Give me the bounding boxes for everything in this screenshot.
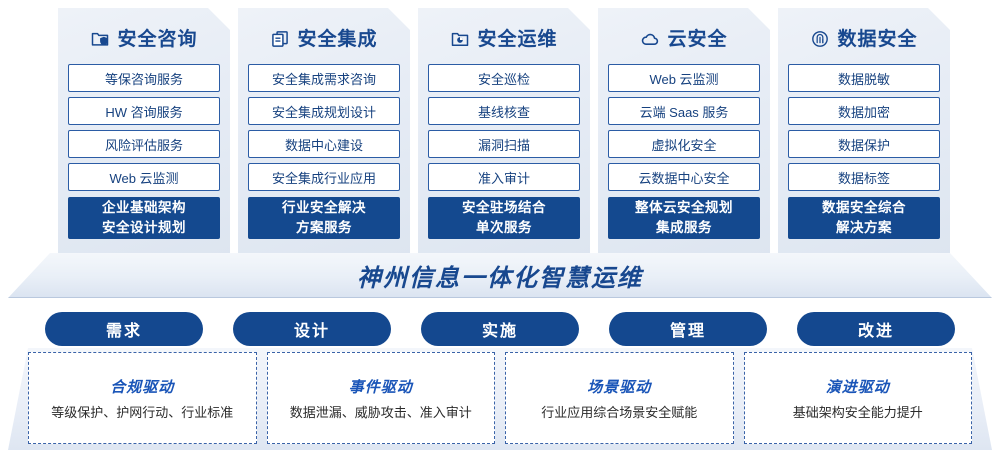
cloud-icon xyxy=(640,29,660,49)
card-item[interactable]: 安全集成行业应用 xyxy=(248,163,400,191)
stage-pill-requirements[interactable]: 需求 xyxy=(45,312,203,346)
card-item[interactable]: 数据保护 xyxy=(788,130,940,158)
card-item[interactable]: 云端 Saas 服务 xyxy=(608,97,760,125)
card-header: 安全咨询 xyxy=(68,24,220,54)
stage-pill-management[interactable]: 管理 xyxy=(609,312,767,346)
card-highlight[interactable]: 数据安全综合 解决方案 xyxy=(788,197,940,239)
card-item[interactable]: 云数据中心安全 xyxy=(608,163,760,191)
card-item[interactable]: 安全集成规划设计 xyxy=(248,97,400,125)
card-header: 安全运维 xyxy=(428,24,580,54)
driver-title: 演进驱动 xyxy=(825,378,890,396)
folder-chart-icon xyxy=(450,29,470,49)
card-item[interactable]: 等保咨询服务 xyxy=(68,64,220,92)
copy-layers-icon xyxy=(270,29,290,49)
card-title: 云安全 xyxy=(667,28,728,50)
card-item[interactable]: Web 云监测 xyxy=(608,64,760,92)
card-title: 数据安全 xyxy=(837,28,918,50)
capability-card-security-integration[interactable]: 安全集成 安全集成需求咨询 安全集成规划设计 数据中心建设 安全集成行业应用 行… xyxy=(238,8,410,256)
card-header: 云安全 xyxy=(608,24,760,54)
stage-pill-improvement[interactable]: 改进 xyxy=(797,312,955,346)
card-item[interactable]: Web 云监测 xyxy=(68,163,220,191)
card-item[interactable]: 数据标签 xyxy=(788,163,940,191)
drivers-row: 合规驱动 等级保护、护网行动、行业标准 事件驱动 数据泄漏、威胁攻击、准入审计 … xyxy=(28,352,972,444)
stage-pill-implementation[interactable]: 实施 xyxy=(421,312,579,346)
capability-cards-row: 安全咨询 等保咨询服务 HW 咨询服务 风险评估服务 Web 云监测 企业基础架… xyxy=(58,8,942,256)
fingerprint-icon xyxy=(810,29,830,49)
card-highlight[interactable]: 安全驻场结合 单次服务 xyxy=(428,197,580,239)
card-item[interactable]: 数据脱敏 xyxy=(788,64,940,92)
folder-shield-icon xyxy=(90,29,110,49)
driver-subtitle: 基础架构安全能力提升 xyxy=(792,404,923,420)
card-item[interactable]: 数据中心建设 xyxy=(248,130,400,158)
card-item[interactable]: 基线核查 xyxy=(428,97,580,125)
driver-title: 场景驱动 xyxy=(587,378,652,396)
driver-card-evolution[interactable]: 演进驱动 基础架构安全能力提升 xyxy=(743,352,972,444)
driver-card-scenario[interactable]: 场景驱动 行业应用综合场景安全赋能 xyxy=(505,352,734,444)
card-item[interactable]: 安全集成需求咨询 xyxy=(248,64,400,92)
capability-card-security-consulting[interactable]: 安全咨询 等保咨询服务 HW 咨询服务 风险评估服务 Web 云监测 企业基础架… xyxy=(58,8,230,256)
card-header: 安全集成 xyxy=(248,24,400,54)
card-title: 安全运维 xyxy=(477,28,558,50)
card-highlight[interactable]: 企业基础架构 安全设计规划 xyxy=(68,197,220,239)
card-highlight[interactable]: 行业安全解决 方案服务 xyxy=(248,197,400,239)
card-item[interactable]: 漏洞扫描 xyxy=(428,130,580,158)
card-item[interactable]: 虚拟化安全 xyxy=(608,130,760,158)
card-title: 安全集成 xyxy=(297,28,378,50)
capability-card-cloud-security[interactable]: 云安全 Web 云监测 云端 Saas 服务 虚拟化安全 云数据中心安全 整体云… xyxy=(598,8,770,256)
card-item[interactable]: HW 咨询服务 xyxy=(68,97,220,125)
card-item[interactable]: 风险评估服务 xyxy=(68,130,220,158)
capability-card-security-operations[interactable]: 安全运维 安全巡检 基线核查 漏洞扫描 准入审计 安全驻场结合 单次服务 xyxy=(418,8,590,256)
stage-pill-design[interactable]: 设计 xyxy=(233,312,391,346)
driver-subtitle: 数据泄漏、威胁攻击、准入审计 xyxy=(289,404,472,420)
platform-banner-title: 神州信息一体化智慧运维 xyxy=(357,264,643,292)
driver-subtitle: 行业应用综合场景安全赋能 xyxy=(541,404,698,420)
card-item[interactable]: 数据加密 xyxy=(788,97,940,125)
card-header: 数据安全 xyxy=(788,24,940,54)
driver-card-incident[interactable]: 事件驱动 数据泄漏、威胁攻击、准入审计 xyxy=(266,352,495,444)
card-highlight[interactable]: 整体云安全规划 集成服务 xyxy=(608,197,760,239)
card-item[interactable]: 安全巡检 xyxy=(428,64,580,92)
lifecycle-stages: 需求 设计 实施 管理 改进 xyxy=(45,312,955,346)
platform-banner: 神州信息一体化智慧运维 xyxy=(8,253,992,298)
driver-title: 合规驱动 xyxy=(110,378,175,396)
driver-title: 事件驱动 xyxy=(348,378,413,396)
card-item[interactable]: 准入审计 xyxy=(428,163,580,191)
capability-card-data-security[interactable]: 数据安全 数据脱敏 数据加密 数据保护 数据标签 数据安全综合 解决方案 xyxy=(778,8,950,256)
driver-card-compliance[interactable]: 合规驱动 等级保护、护网行动、行业标准 xyxy=(28,352,257,444)
card-title: 安全咨询 xyxy=(117,28,198,50)
driver-subtitle: 等级保护、护网行动、行业标准 xyxy=(51,404,234,420)
